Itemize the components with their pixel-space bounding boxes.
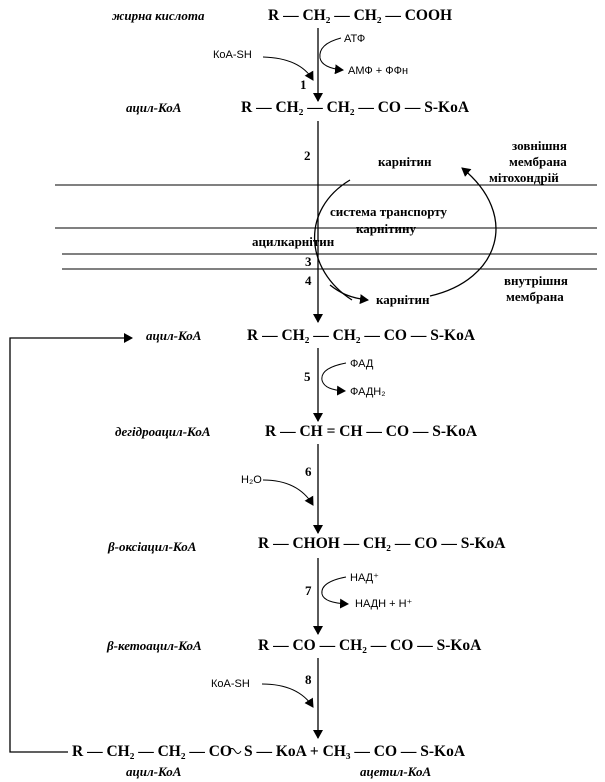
step6-number: 6 xyxy=(305,464,312,479)
ketoacyl-coa-label: β-кетоацил-КоА xyxy=(106,638,202,653)
acyl-coa-formula-2: R — CH₂ — CH₂ — CO — S-KoA xyxy=(247,327,476,344)
step6-water: H₂O xyxy=(241,474,262,486)
dehydroacyl-coa-label: дегідроацил-КоА xyxy=(115,424,211,439)
step5-number: 5 xyxy=(304,369,311,384)
step7-nadh: НАДН + Н⁺ xyxy=(355,598,413,610)
step1-coa-sh-arrow xyxy=(262,56,314,81)
step8-coa-sh: КоА-SH xyxy=(211,678,250,690)
step8-coa-sh-arrow xyxy=(261,683,314,708)
inner-membrane-label-2: мембрана xyxy=(506,289,564,304)
step3-number: 3 xyxy=(305,254,312,269)
carnitine-bottom: карнітин xyxy=(376,292,430,307)
inner-membrane-label-1: внутрішня xyxy=(504,273,568,288)
step7-nad-arrow xyxy=(321,576,349,609)
carnitine-cycle-left xyxy=(313,179,353,301)
carnitine-cycle-right xyxy=(429,167,497,297)
step7-number: 7 xyxy=(305,583,312,598)
step1-coa-sh: КоА-SH xyxy=(213,49,252,61)
acyl-coa-formula-1: R — CH₂ — CH₂ — CO — S-KoA xyxy=(241,99,470,116)
carnitine-top: карнітин xyxy=(378,154,432,169)
fatty-acid-formula: R — CH₂ — CH₂ — COOH xyxy=(268,7,452,24)
step1-number: 1 xyxy=(300,77,307,92)
step1-atp-arrow xyxy=(319,37,344,75)
products-formula-left: R — CH₂ — CH₂ — CO xyxy=(72,743,232,760)
outer-membrane-label-3: мітохондрій xyxy=(489,170,559,185)
dehydroacyl-coa-formula: R — CH = CH — CO — S-KoA xyxy=(265,423,478,440)
step4-number: 4 xyxy=(305,273,312,288)
product-acetyl-coa-label: ацетил-КоА xyxy=(360,764,431,779)
step5-fad-arrow xyxy=(321,362,347,396)
fatty-acid-label: жирна кислота xyxy=(112,8,205,23)
step5-fadh2: ФАДН₂ xyxy=(350,386,386,398)
step5-fad: ФАД xyxy=(350,358,374,370)
oxyacyl-coa-label: β-оксіацил-КоА xyxy=(107,539,197,554)
step1-amp: АМФ + ФФн xyxy=(348,65,408,77)
step7-nad: НАД⁺ xyxy=(350,572,379,584)
product-acyl-coa-label: ацил-КоА xyxy=(126,764,182,779)
carnitine-bottom-arrow xyxy=(329,284,369,305)
transport-system-line-2: карнітину xyxy=(356,221,416,236)
step8-number: 8 xyxy=(305,672,312,687)
transport-system-line-1: система транспорту xyxy=(330,204,448,219)
outer-membrane-label-2: мембрана xyxy=(509,154,567,169)
ketoacyl-coa-formula: R — CO — CH₂ — CO — S-KoA xyxy=(258,637,482,654)
outer-membrane-label-1: зовнішня xyxy=(512,138,567,153)
products-formula-right: S — KoA + CH₃ — CO — S-KoA xyxy=(244,743,466,760)
oxyacyl-coa-formula: R — CHOH — CH₂ — CO — S-KoA xyxy=(258,535,506,552)
step6-water-arrow xyxy=(262,479,314,506)
step2-number: 2 xyxy=(304,148,311,163)
acyl-coa-label-2: ацил-КоА xyxy=(146,328,202,343)
acylcarnitine-label: ацилкарнітин xyxy=(252,234,335,249)
thioester-bond-tilde xyxy=(228,748,242,754)
recycle-loop-arrow xyxy=(9,333,133,753)
acyl-coa-label-1: ацил-КоА xyxy=(126,100,182,115)
step1-atp: АТФ xyxy=(344,33,365,45)
